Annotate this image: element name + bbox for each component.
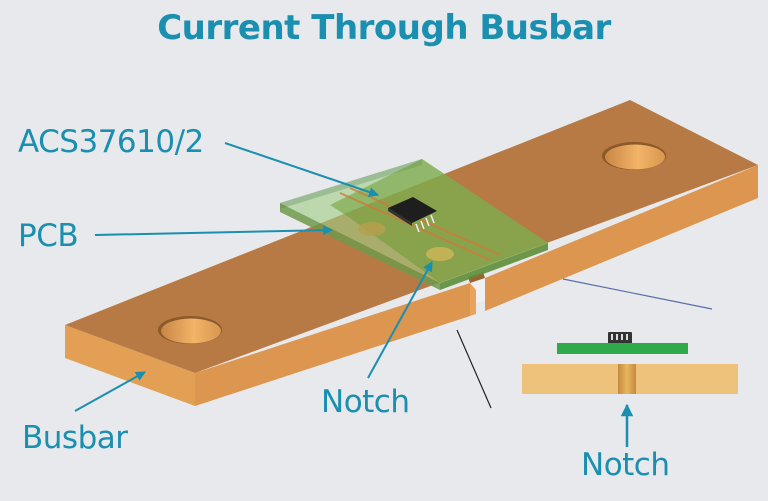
arrow-notch-3d <box>367 261 433 379</box>
label-pcb: PCB <box>18 218 79 254</box>
label-notch-section: Notch <box>581 447 670 483</box>
arrow-busbar <box>74 371 146 412</box>
pcb-board <box>280 159 548 290</box>
busbar-side-face-left <box>195 283 470 406</box>
section-pcb <box>557 343 688 354</box>
label-sensor: ACS37610/2 <box>18 124 204 160</box>
sensor-chip <box>388 197 437 223</box>
section-notch <box>618 364 636 394</box>
busbar-end-face <box>65 325 195 406</box>
zoom-guide-line-left <box>456 329 492 409</box>
label-busbar: Busbar <box>22 420 128 456</box>
arrow-pcb <box>94 225 333 236</box>
label-notch-3d: Notch <box>321 384 410 420</box>
cross-section-view <box>522 332 738 394</box>
callout-arrows <box>74 142 634 447</box>
busbar-side-face-right <box>485 165 758 311</box>
arrow-sensor <box>224 142 379 197</box>
zoom-guide-line-top <box>562 278 713 310</box>
diagram-title: Current Through Busbar <box>157 8 611 48</box>
